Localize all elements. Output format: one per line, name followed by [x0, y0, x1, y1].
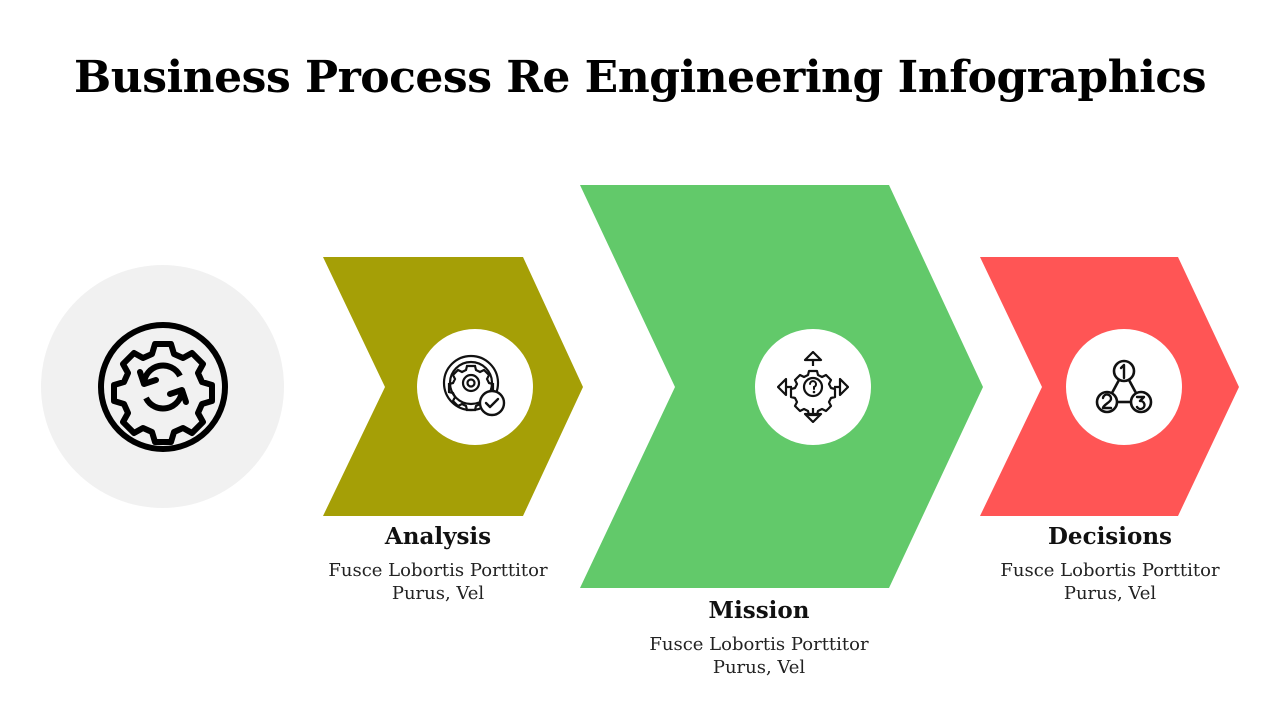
mission-title: Mission	[708, 597, 810, 624]
mission-desc-line1: Fusce Lobortis Porttitor	[649, 634, 869, 655]
decisions-desc-line2: Purus, Vel	[1063, 583, 1157, 604]
numbered-nodes-icon	[1095, 359, 1153, 414]
analysis-badge	[417, 329, 533, 445]
page-title: Business Process Re Engineering Infograp…	[74, 52, 1206, 103]
decisions-desc-line1: Fusce Lobortis Porttitor	[1000, 560, 1220, 581]
analysis-title: Analysis	[384, 523, 492, 550]
target-gear-check-icon	[442, 354, 506, 417]
intro-circle	[41, 265, 284, 508]
analysis-desc-line1: Fusce Lobortis Porttitor	[328, 560, 548, 581]
decisions-badge	[1066, 329, 1182, 445]
gear-question-arrows-icon	[777, 351, 849, 423]
analysis-desc-line2: Purus, Vel	[391, 583, 485, 604]
gear-refresh-icon	[98, 322, 228, 452]
mission-badge	[755, 329, 871, 445]
decisions-title: Decisions	[1047, 523, 1173, 550]
mission-desc-line2: Purus, Vel	[712, 657, 806, 678]
